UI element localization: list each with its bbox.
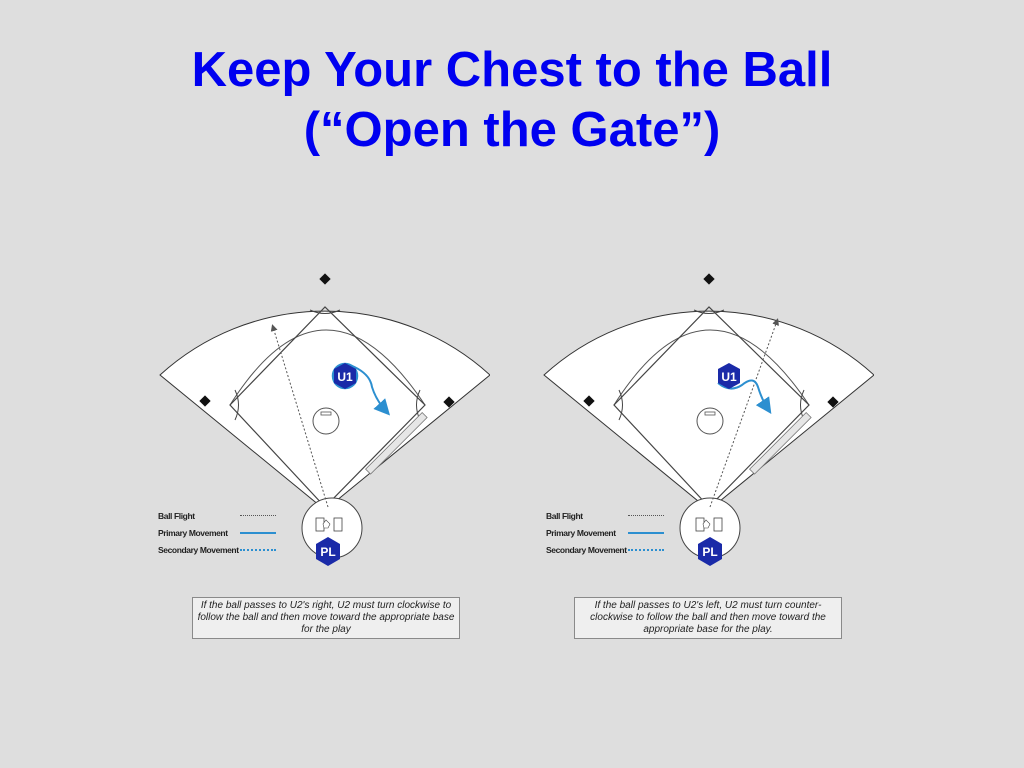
legend-secondary-movement: Secondary Movement [158, 545, 288, 562]
second-base [703, 273, 715, 285]
u1-label: U1 [721, 370, 737, 384]
caption-box: If the ball passes to U2's right, U2 mus… [192, 597, 460, 639]
primary-movement-path [349, 364, 391, 416]
title-line-1: Keep Your Chest to the Ball [191, 43, 833, 97]
legend-secondary-line [240, 549, 276, 551]
caption-box: If the ball passes to U2's left, U2 must… [574, 597, 842, 639]
ball-flight-path [709, 318, 779, 508]
legend-secondary-movement: Secondary Movement [546, 545, 676, 562]
legend-primary-line [628, 532, 664, 534]
field-diagram-clockwise: U1 PL Ball Flight Primary Movement Secon… [150, 215, 490, 655]
pl-label: PL [702, 545, 717, 559]
legend-ball-flight: Ball Flight [546, 511, 676, 528]
u1-label: U1 [337, 370, 353, 384]
ball-flight-path [270, 324, 329, 508]
title-line-2: (“Open the Gate”) [303, 103, 721, 157]
primary-movement-path [717, 379, 772, 414]
pl-label: PL [320, 545, 335, 559]
legend-ball-flight-label: Ball Flight [546, 511, 583, 521]
legend-ball-flight: Ball Flight [158, 511, 288, 528]
base-paths [613, 306, 810, 508]
u1-badge [334, 363, 356, 389]
legend-secondary-line [628, 549, 664, 551]
legend-primary-movement: Primary Movement [158, 528, 288, 545]
first-base [443, 396, 455, 408]
legend-primary-line [240, 532, 276, 534]
legend-ball-flight-label: Ball Flight [158, 511, 195, 521]
pitchers-mound [696, 407, 724, 435]
legend-primary-movement: Primary Movement [546, 528, 676, 545]
pitchers-mound [312, 407, 340, 435]
second-base [319, 273, 331, 285]
dugout [749, 412, 812, 475]
infield-arc [229, 329, 426, 406]
dugout [365, 412, 428, 475]
legend-ball-flight-line [628, 515, 664, 516]
infield-arc [613, 329, 810, 406]
legend-primary-label: Primary Movement [158, 528, 228, 538]
field-diagram-counter-clockwise: U1 PL Ball Flight Primary Movement Secon… [534, 215, 874, 655]
slide-title: Keep Your Chest to the Ball (“Open the G… [0, 40, 1024, 160]
legend-ball-flight-line [240, 515, 276, 516]
legend-secondary-label: Secondary Movement [546, 545, 627, 555]
legend: Ball Flight Primary Movement Secondary M… [546, 511, 676, 562]
pl-badge [698, 537, 722, 566]
u1-badge [718, 363, 740, 389]
legend-secondary-label: Secondary Movement [158, 545, 239, 555]
legend: Ball Flight Primary Movement Secondary M… [158, 511, 288, 562]
baseball-field-svg: U1 PL [159, 273, 490, 566]
base-paths [229, 306, 426, 508]
pl-badge [316, 537, 340, 566]
legend-primary-label: Primary Movement [546, 528, 616, 538]
first-base [827, 396, 839, 408]
baseball-field-svg: U1 PL [543, 273, 874, 566]
